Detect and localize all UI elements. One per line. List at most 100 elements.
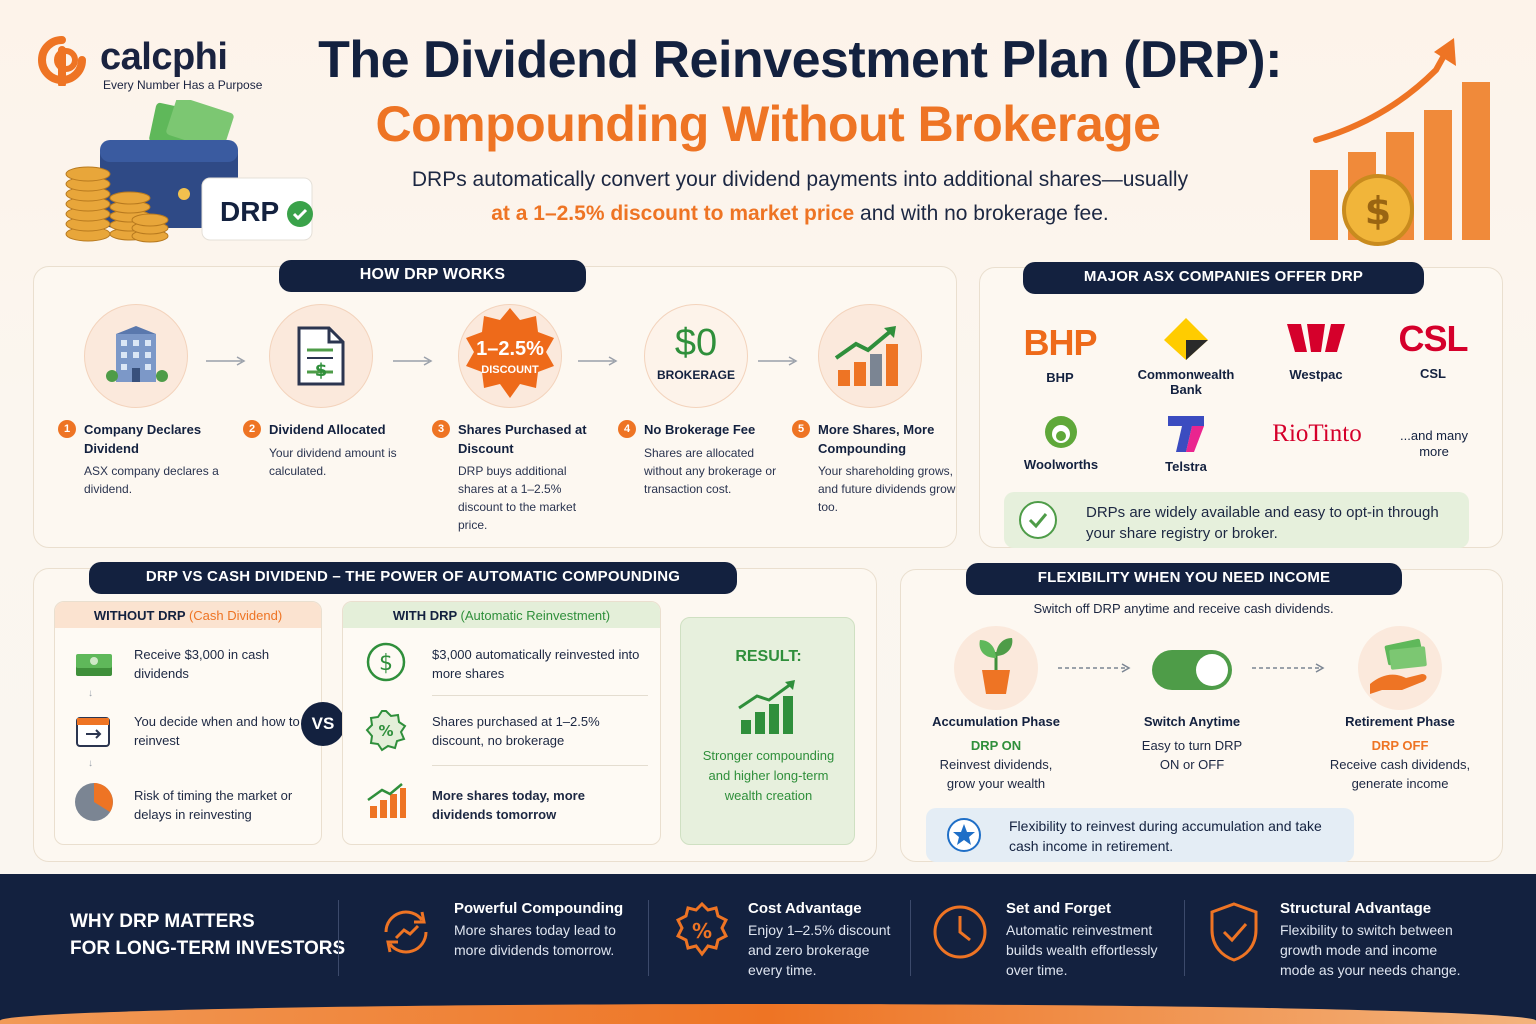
svg-text:%: % [692,919,712,943]
company-woolworths: Woolworths [1010,412,1112,472]
footer-item-structural: Structural Advantage Flexibility to swit… [1280,900,1476,980]
check-icon [287,201,313,227]
with-row-3: More shares today, more dividends tomorr… [432,788,585,822]
company-name: BHP [1046,370,1074,385]
asx-opt-in-note: DRPs are widely available and easy to op… [1004,492,1469,548]
phase-status: DRP OFF [1371,738,1429,753]
hand-money-icon [1370,638,1427,694]
growth-bars-icon [367,783,406,818]
phase-status: DRP ON [970,738,1022,753]
step-number: 1 [58,420,76,438]
calendar-icon [76,717,110,747]
step-circle [84,304,188,408]
svg-text:$: $ [379,651,393,676]
footer-separator [648,900,649,976]
drp-toggle[interactable] [1152,650,1232,690]
discount-badge-value: 1–2.5% [476,338,544,360]
company-name: Woolworths [1023,457,1099,472]
step-description: DRP buys additional shares at a 1–2.5% d… [458,464,577,532]
footer-item-desc: Flexibility to switch between growth mod… [1280,922,1461,978]
csl-logo: CSL [1398,318,1469,359]
step-title: More Shares, More Compounding [818,422,935,456]
step-number: 4 [618,420,636,438]
with-drp-label: WITH DRP [392,608,457,623]
footer-heading-line2: FOR LONG-TERM INVESTORS [70,938,346,959]
phase-switch: Switch Anytime Easy to turn DRP ON or OF… [1112,712,1272,774]
toggle-knob [1196,654,1228,686]
footer-item-title: Set and Forget [1006,900,1112,917]
phase-retirement: Retirement Phase DRP OFF Receive cash di… [1320,712,1480,793]
with-drp-header: WITH DRP (Automatic Reinvestment) [343,602,660,628]
dashed-arrow-icon [1252,663,1325,673]
company-westpac: Westpac [1266,322,1366,382]
footer-stripe [0,1004,1536,1024]
without-row-2: You decide when and how to reinvest [134,714,300,748]
growth-chart-icon [738,680,795,734]
riotinto-logo: RioTinto [1272,420,1362,447]
brokerage-badge-label: BROKERAGE [656,368,735,382]
without-row-1: Receive $3,000 in cash dividends [134,647,270,681]
svg-text:$: $ [1365,189,1391,233]
shield-check-icon [1210,902,1258,962]
step-description: Your dividend amount is calculated. [269,446,397,478]
footer-separator [1184,900,1185,976]
result-text: Stronger compounding and higher long-ter… [702,748,835,803]
calcphi-logo-icon [38,36,86,86]
growth-arrow-icon: $ [1310,38,1490,246]
step-circle [644,304,748,408]
growth-bars-icon [834,326,898,386]
company-name: Commonwealth Bank [1137,367,1235,397]
without-drp-header: WITHOUT DRP (Cash Dividend) [55,602,321,628]
down-arrow-icon: ↓ [88,758,93,769]
step-title: Dividend Allocated [269,422,386,437]
footer-item-desc: Enjoy 1–2.5% discount and zero brokerage… [748,922,891,978]
result-title: RESULT: [735,648,802,665]
drp-badge-label: DRP [220,196,280,227]
clock-icon [933,905,987,959]
arrow-right-icon [758,356,798,366]
arrow-right-icon [393,356,433,366]
footer-heading: WHY DRP MATTERS FOR LONG-TERM INVESTORS [70,908,345,962]
without-row-3: Risk of timing the market or delays in r… [134,788,293,822]
wallet-coins-icon [65,96,313,243]
compounding-icon [384,910,428,954]
company-name: Telstra [1165,459,1207,474]
step-title: Shares Purchased at Discount [458,422,587,456]
step-number: 3 [432,420,450,438]
step-description: ASX company declares a dividend. [84,464,219,496]
step-title: No Brokerage Fee [644,422,756,437]
footer-item-title: Cost Advantage [748,900,862,917]
company-csl: CSL CSL [1390,318,1476,381]
company-name: Westpac [1289,367,1343,382]
phase-title: Switch Anytime [1143,714,1241,729]
discount-badge-label: DISCOUNT [481,364,539,376]
step-description: Your shareholding grows, and future divi… [818,464,956,514]
without-drp-sublabel: (Cash Dividend) [188,608,283,623]
brand-tagline: Every Number Has a Purpose [103,78,263,92]
footer-separator [910,900,911,976]
wallet-illustration: DRP [60,96,330,250]
svg-text:%: % [378,722,393,740]
page-subtitle: DRPs automatically convert your dividend… [411,168,1189,191]
company-bhp: BHP BHP [1010,322,1110,385]
flexibility-note: Flexibility to reinvest during accumulat… [926,808,1354,862]
arrow-right-icon [206,356,246,366]
more-companies: ...and many more [1400,428,1468,459]
pie-risk-icon [75,783,113,821]
page-title: The Dividend Reinvestment Plan (DRP): [318,31,1282,89]
with-row-1: $3,000 automatically reinvested into mor… [432,647,640,681]
commbank-logo-icon [1164,318,1208,360]
woolworths-logo-icon [1045,416,1077,448]
flexibility-subtitle: Switch off DRP anytime and receive cash … [1033,601,1334,616]
footer-item-desc: Automatic reinvestment builds wealth eff… [1006,922,1158,978]
arrow-right-icon [578,356,618,366]
svg-text:$: $ [315,360,328,381]
discount-badge-icon [466,308,554,398]
footer-item-cost: Cost Advantage Enjoy 1–2.5% discount and… [748,900,904,980]
step-description: Shares are allocated without any brokera… [644,446,777,496]
footer-item-desc: More shares today lead to more dividends… [454,922,616,958]
phase-title: Accumulation Phase [932,714,1060,729]
building-icon [106,326,168,382]
brand-name: calcphi [100,36,228,78]
dashed-arrow-icon [1058,663,1131,673]
